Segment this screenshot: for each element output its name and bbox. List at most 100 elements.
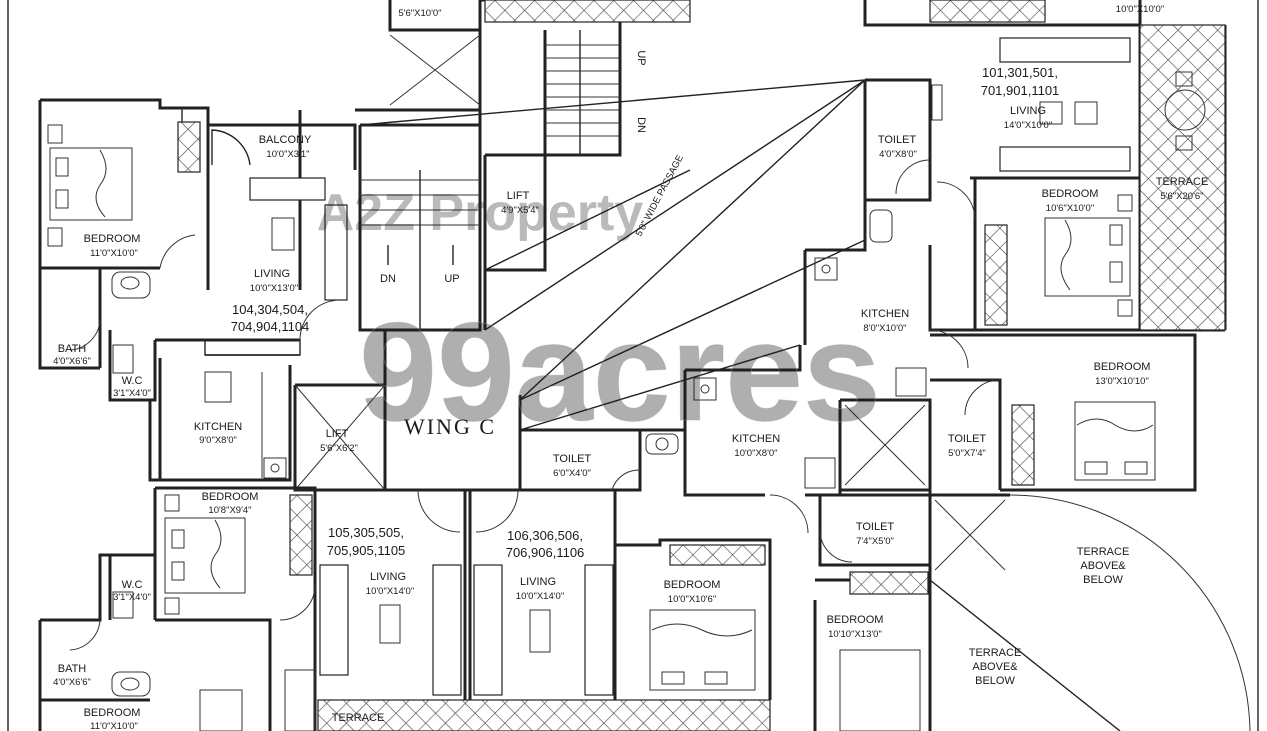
top-center-hatch — [484, 0, 691, 23]
bed-r2-pillow — [1084, 461, 1108, 475]
toilet-r1-fixture — [931, 84, 943, 121]
bed-106-pillow — [661, 671, 685, 685]
bed-r1-pillow — [1109, 224, 1123, 246]
door-swing-bed-tl — [159, 234, 196, 269]
table-104 — [271, 217, 295, 251]
bed-bl-furniture — [199, 689, 243, 731]
label-living-105: LIVING — [370, 571, 406, 583]
terrace-curve — [1009, 494, 1251, 731]
wardrobe-106 — [669, 544, 766, 566]
label-kitchen-101-dim: 8'0"X10'0" — [863, 323, 906, 334]
door-swing-toilet-r2 — [964, 379, 1001, 416]
terrace-right-hatch — [1139, 24, 1226, 331]
label-terrace-ab1-a: TERRACE — [1077, 546, 1130, 558]
label-terrace-ab1-b: ABOVE& — [1080, 560, 1126, 572]
label-top-right-dim: 10'0"X10'0" — [1116, 4, 1164, 15]
label-wing: WING C — [404, 414, 496, 439]
door-swing-toilet-r3 — [819, 529, 853, 563]
unit-105-walls — [38, 486, 772, 731]
wash-basin-1 — [111, 271, 151, 299]
label-bed-r3: BEDROOM — [827, 614, 884, 626]
bed-105-pillow — [171, 529, 185, 549]
table-101 — [1039, 101, 1063, 125]
label-wc-2-dim: 3'1"X4'0" — [113, 592, 151, 603]
bed-tl-pillow-2 — [55, 189, 69, 209]
label-bed-r1-dim: 10'6"X10'0" — [1046, 203, 1094, 214]
bed-tl-bed — [49, 147, 133, 221]
bed-r2-bed — [1074, 401, 1156, 481]
bed-tl-pillow — [55, 157, 69, 177]
label-unit-105b: 705,905,1105 — [327, 543, 406, 558]
center-walls — [385, 80, 867, 497]
bed-tl-side-table-2 — [47, 227, 63, 247]
label-living-101-dim: 14'0"X10'0" — [1004, 120, 1052, 131]
label-terrace-ab2-c: BELOW — [975, 675, 1015, 687]
bed-r1-side-table — [1117, 194, 1133, 212]
door-swing-kitchen-101 — [929, 329, 969, 369]
label-bath-2-dim: 4'0"X6'6" — [53, 677, 91, 688]
kitchen-104-appliance — [204, 371, 232, 403]
label-kitchen-106-dim: 10'0"X8'0" — [734, 448, 777, 459]
kitchen-101-sink — [814, 257, 838, 281]
label-lift-1: LIFT — [326, 428, 349, 440]
door-swing-kitchen-106 — [769, 494, 809, 534]
label-living-106: LIVING — [520, 576, 556, 588]
unit-105-counter — [284, 669, 316, 731]
label-toilet-r1: TOILET — [878, 134, 917, 146]
label-terrace-r-dim: 5'6"X20'6" — [1160, 191, 1203, 202]
terrace-chair-1 — [1175, 71, 1193, 87]
toilet-r1-wc — [869, 209, 893, 243]
label-unit-104: 104,304,504, — [232, 302, 308, 317]
label-bed-105-dim: 10'8"X9'4" — [208, 505, 251, 516]
lift1-cross-b — [294, 384, 386, 491]
bed-r2-pillow-2 — [1124, 461, 1148, 475]
label-living-106-dim: 10'0"X14'0" — [516, 591, 564, 602]
table-101-b — [1074, 101, 1098, 125]
sofa-106-right — [584, 564, 614, 696]
door-swing-living-104 — [299, 299, 341, 341]
label-lift-2-dim: 4'9"X5'4" — [501, 205, 539, 216]
label-bed-bl: BEDROOM — [84, 707, 141, 719]
label-stair-dn: DN — [380, 273, 396, 285]
kitchen-106-sink-tap — [700, 384, 710, 394]
label-stair-dn-top: DN — [635, 117, 647, 133]
bed-r2-sheet — [1076, 418, 1154, 432]
door-swing-balcony — [211, 129, 251, 166]
wash-basin-2 — [111, 671, 151, 697]
sofa-106-left — [473, 564, 503, 696]
label-stair-up-top: UP — [635, 50, 647, 65]
label-living-104-dim: 10'0"X13'0" — [250, 283, 298, 294]
watermark-99acres: 99acres — [359, 293, 881, 450]
label-bed-r2-dim: 13'0"X10'10" — [1095, 376, 1149, 387]
label-toilet-r2: TOILET — [948, 433, 987, 445]
label-bed-106-dim: 10'0"X10'6" — [668, 594, 716, 605]
stair-treads-mid — [360, 170, 480, 330]
terrace-table — [1164, 89, 1206, 131]
wardrobe-104 — [177, 121, 201, 173]
watermark-a2z: A2Z Property — [317, 184, 644, 242]
sofa-104-top — [249, 177, 326, 201]
wardrobe-r1 — [984, 224, 1008, 326]
label-unit-105: 105,305,505, — [328, 525, 404, 540]
label-unit-106: 106,306,506, — [507, 528, 583, 543]
wc-2 — [112, 591, 134, 619]
label-toilet-c-dim: 6'0"X4'0" — [553, 468, 591, 479]
terrace-chair-2 — [1175, 135, 1193, 151]
label-bed-tl: BEDROOM — [84, 233, 141, 245]
label-bed-tl-dim: 11'0"X10'0" — [90, 248, 138, 259]
top-right-sofa-strip — [929, 0, 1046, 23]
unit-104-walls — [38, 98, 357, 482]
label-lift-1-dim: 5'6"X6'2" — [320, 443, 358, 454]
label-terrace-ab2-a: TERRACE — [969, 647, 1022, 659]
door-swing-bath-2 — [69, 619, 101, 651]
wardrobe-r2 — [1011, 404, 1035, 486]
label-kitchen-101: KITCHEN — [861, 308, 909, 320]
passage-lines — [359, 79, 866, 431]
label-toilet-r2-dim: 5'0"X7'4" — [948, 448, 986, 459]
label-bed-bl-dim: 11'0"X10'0" — [90, 721, 138, 731]
kitchen-104-sink-tap — [270, 463, 280, 473]
label-terrace-ab1-c: BELOW — [1083, 574, 1123, 586]
label-bed-105: BEDROOM — [202, 491, 259, 503]
sofa-105-left — [319, 564, 349, 676]
